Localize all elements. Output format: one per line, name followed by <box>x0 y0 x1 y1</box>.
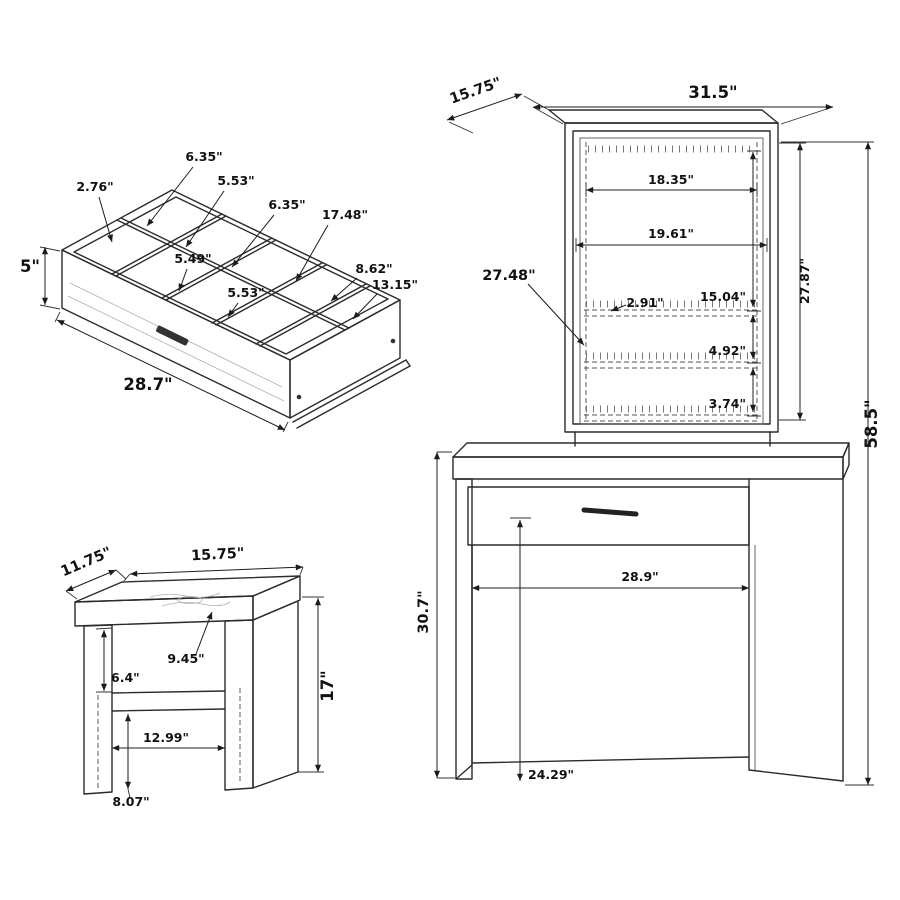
drawer-organizer-dimensions: 5" 28.7" 2.76" 6.35" 5.53" 6.35" 17.48" … <box>20 149 418 433</box>
glide-screw-icon <box>296 394 302 400</box>
dim-stool-gap: 6.4" <box>111 670 140 685</box>
dim-drawer-8-62: 8.62" <box>355 261 392 276</box>
stool-seat-grain <box>149 592 231 607</box>
dim-vanity-depth: 15.75" <box>448 75 504 108</box>
mirror-cabinet-interior <box>579 137 764 425</box>
drawer-organizer-outline <box>61 189 411 429</box>
dim-line-stool-width <box>129 564 304 577</box>
dim-shelf-4-92: 4.92" <box>709 343 746 358</box>
dim-drawer-5-49: 5.49" <box>174 251 211 266</box>
dim-line-drawer-length <box>56 319 286 431</box>
dim-drawer-2-76: 2.76" <box>76 179 113 194</box>
drawer-organizer-view: 5" 28.7" 2.76" 6.35" 5.53" 6.35" 17.48" … <box>20 149 418 433</box>
stool-hidden-edges <box>97 688 241 790</box>
dim-drawer-6-35-a: 6.35" <box>185 149 222 164</box>
drawer-front-handle <box>156 325 189 346</box>
dim-drawer-5-53-b: 5.53" <box>227 285 264 300</box>
mirror <box>579 137 764 425</box>
dim-shelf-2-91: 2.91" <box>626 295 663 310</box>
vanity-dimensions: 15.75" 31.5" 18.35" 19.61" 27.48" 2.91" … <box>416 75 881 786</box>
dim-vanity-width: 31.5" <box>688 83 737 102</box>
dim-drawer-length: 28.7" <box>123 375 172 394</box>
dim-drawer-height: 5" <box>20 257 40 276</box>
dim-shelf-15-04: 15.04" <box>700 289 746 304</box>
dim-opening-width: 28.9" <box>621 569 658 584</box>
dim-stool-seat: 9.45" <box>167 651 204 666</box>
dim-desk-height: 30.7" <box>416 590 432 633</box>
dim-line-stool-depth <box>65 569 117 592</box>
dim-stool-height: 17" <box>318 670 337 702</box>
dim-drawer-17-48: 17.48" <box>322 207 368 222</box>
dim-line-vanity-depth <box>446 93 523 121</box>
desk-outline <box>452 442 850 782</box>
vanity-view: 15.75" 31.5" 18.35" 19.61" 27.48" 2.91" … <box>416 75 881 786</box>
stool-dimensions: 11.75" 15.75" 9.45" 6.4" 17" 12.99" 8.07… <box>59 545 337 809</box>
glide-screw-icon <box>390 338 396 344</box>
dim-stool-width: 15.75" <box>191 546 245 565</box>
dim-drawer-5-53-a: 5.53" <box>217 173 254 188</box>
dim-shelf-3-74: 3.74" <box>709 396 746 411</box>
stool-view: 11.75" 15.75" 9.45" 6.4" 17" 12.99" 8.07… <box>59 545 337 809</box>
dim-drawer-13-15: 13.15" <box>372 277 418 292</box>
stool-outline <box>74 575 301 795</box>
dim-opening-height: 24.29" <box>528 767 574 782</box>
dim-mirror-18-35: 18.35" <box>648 172 694 187</box>
dim-mirror-27-48: 27.48" <box>482 268 535 284</box>
dim-stool-inner-width: 12.99" <box>143 730 189 745</box>
drawer-front-details <box>67 282 396 402</box>
dim-drawer-6-35-b: 6.35" <box>268 197 305 212</box>
dim-stool-shelf-height: 8.07" <box>112 794 149 809</box>
dim-total-height: 58.5" <box>862 399 881 448</box>
dim-cabinet-height: 27.87" <box>797 258 812 304</box>
desk-drawer-handle <box>581 507 639 517</box>
dim-mirror-19-61: 19.61" <box>648 226 694 241</box>
